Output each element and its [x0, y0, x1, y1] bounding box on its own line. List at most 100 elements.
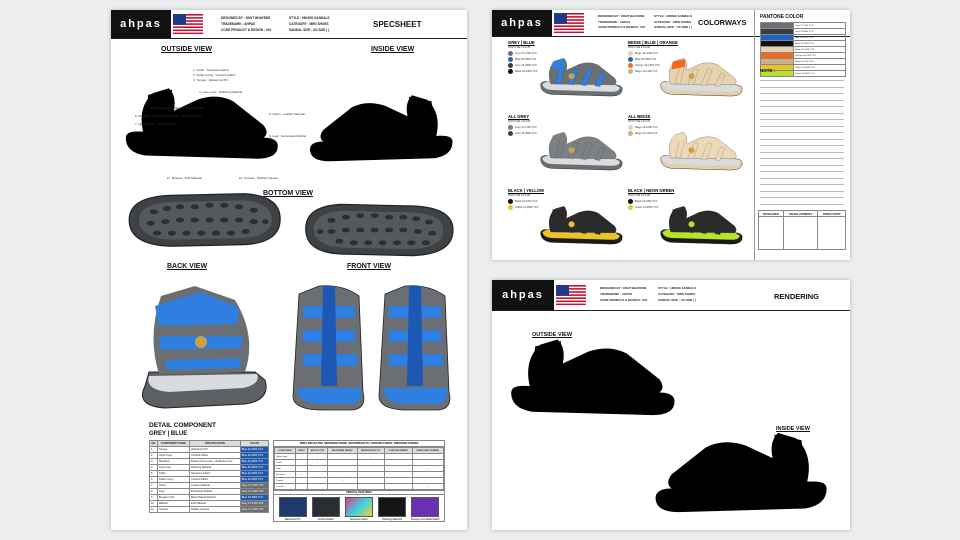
rendering-header-bar: ahpas DESIGNED BY : DIGIT BHAYEDE TRADEM… — [492, 280, 850, 311]
front-view-label: FRONT VIEW — [347, 263, 391, 270]
colorway-swatch-row: Grey 19-3906 TCX — [508, 63, 537, 68]
color-dot-label: Beige 14-1118 TCX — [635, 132, 658, 135]
feature-item: Neoprene Fabric — [344, 497, 374, 521]
note-line — [760, 151, 844, 153]
note-line — [760, 112, 844, 114]
brand-logo: ahpas — [111, 10, 171, 38]
rendering-meta-right: STYLE : HIKING SANDALS CATEGORY : MEN SH… — [658, 286, 697, 302]
rendering-title: RENDERING — [774, 292, 820, 301]
special-features-title: SPECIAL FEATURES — [274, 490, 444, 495]
bottom-view-label: BOTTOM VIEW — [263, 190, 314, 197]
color-dot-label: Black 19-0303 TCX — [515, 70, 538, 73]
color-dot — [628, 131, 633, 136]
color-dot — [508, 51, 513, 56]
feature-label: Bungee Cord Metal Plastic — [411, 518, 440, 521]
colorway-swatch-row: Black 19-0303 TCX — [628, 199, 657, 204]
colorway-sandal — [660, 58, 743, 97]
print-row-label: Outsole — [273, 483, 297, 490]
note-line — [760, 171, 844, 172]
bottom-view-sole-left — [121, 186, 285, 254]
colorway-title: GREY | BLUE — [508, 40, 535, 45]
signature-table: DESIGNER DEVELOPMENT DIRECTORS — [758, 210, 846, 250]
color-dot — [628, 199, 633, 204]
color-dot-label: Grey 19-3906 TCX — [515, 132, 537, 135]
color-dot-label: Green 13-0550 TCX — [635, 206, 659, 209]
color-dot — [508, 69, 513, 74]
note-line — [760, 138, 844, 140]
color-dot — [628, 69, 633, 74]
colorway-subtitle: PANTONE COLOR — [628, 46, 651, 49]
table-cell: Grey 17-1706 TCX — [239, 506, 270, 513]
note-line — [760, 203, 844, 205]
color-dot — [628, 63, 633, 68]
callout-6: 6. Sheathes : Elastic Cord Laces + Refle… — [135, 114, 202, 118]
color-dot — [628, 205, 633, 210]
feature-item: Cordura Fabric — [311, 497, 341, 521]
note-line — [760, 125, 844, 127]
brand-logo-2: ahpas — [492, 10, 552, 36]
color-dot-label: Blue 19-4052 TCX — [635, 58, 657, 61]
colorways-meta-right: STYLE : HIKING SANDALS CATEGORY : MEN SH… — [654, 14, 693, 29]
header-bar: ahpas DESIGNED BY : DIGIT BHAYEDE TRADEM… — [111, 10, 467, 39]
feature-label: Webbing Materials — [382, 518, 403, 521]
colorway-swatch-row: Black 19-0303 TCX — [508, 69, 537, 74]
colorway-swatch-row: Blue 19-4052 TCX — [628, 57, 656, 62]
colorway-swatch-row: Green 13-0550 TCX — [628, 205, 658, 210]
callout-10: 10. Outsole : Rubber Outsole — [239, 176, 278, 180]
colorways-meta-left: DESIGNED BY : DIGIT BHAYEDE TRADEMARK : … — [598, 14, 646, 29]
pantone-row: Green 13-0550 TCX — [760, 70, 846, 77]
note-line — [760, 106, 844, 107]
colorways-page: ahpas DESIGNED BY : DIGIT BHAYEDE TRADEM… — [492, 10, 850, 260]
colorway-swatch-row: Beige 14-1118 TCX — [628, 69, 657, 74]
back-view-sandal — [142, 286, 267, 409]
rendering-outside-view-label: OUTSIDE VIEW — [532, 332, 573, 338]
color-dot — [508, 57, 513, 62]
page-title: SPECSHEET — [373, 20, 422, 29]
color-dot — [508, 131, 513, 136]
colorway-title: BLACK | YELLOW — [508, 188, 544, 193]
feature-swatch — [411, 497, 440, 517]
callout-4: 4. Lace Loop : Webbing Material — [199, 90, 243, 94]
color-dot — [508, 63, 513, 68]
color-dot-label: Grey 17-1706 TCX — [515, 52, 537, 55]
callout-5: 5. Bungee Cord : Metal Plastic Material — [151, 106, 204, 110]
print-section-title: PRINT, REFLECTIVE, NEOPRENE FABRIC, WATE… — [274, 441, 444, 447]
meta-left: DESIGNED BY : DIGIT BHAYEDE TRADEMARK : … — [221, 16, 272, 32]
colorway-title: BEIGE | BLUE | ORANGE — [628, 40, 678, 45]
note-line — [760, 197, 844, 198]
feature-swatch — [278, 497, 307, 517]
color-dot — [628, 51, 633, 56]
callout-2: 2. Collar Lining : Cordura Fabric — [193, 73, 236, 77]
callout-11: 11. Midsole : EVA Material — [167, 176, 202, 180]
front-view-sandals — [292, 285, 451, 411]
colorway-subtitle: PANTONE COLOR — [628, 120, 651, 123]
note-line — [760, 190, 844, 192]
feature-item: Waterproof PU — [278, 497, 308, 521]
back-view-label: BACK VIEW — [167, 263, 208, 270]
brand-logo-3: ahpas — [492, 280, 554, 310]
color-dot-label: Black 19-0303 TCX — [635, 200, 658, 203]
note-line — [760, 86, 844, 88]
note-line — [760, 145, 844, 146]
pantone-title: PANTONE COLOR — [760, 14, 804, 20]
table-cell: Outsole — [156, 506, 190, 513]
colorway-sandal — [660, 206, 743, 245]
print-row: Outsole✓ — [273, 483, 445, 490]
colorway-subtitle: PANTONE COLOR — [628, 194, 651, 197]
outside-view-label: OUTSIDE VIEW — [161, 46, 212, 53]
specsheet-page: ahpas DESIGNED BY : DIGIT BHAYEDE TRADEM… — [111, 10, 467, 530]
right-panel-divider — [754, 10, 755, 260]
meta-right: STYLE : HIKING SANDALS CATEGORY : MEN SH… — [289, 16, 330, 32]
colorway-title: ALL BEIGE — [628, 114, 651, 119]
note-line — [760, 184, 844, 185]
color-dot — [508, 125, 513, 130]
color-dot — [628, 125, 633, 130]
color-dot-label: Beige 14-1118 TCX — [635, 70, 658, 73]
bottom-view-sole-right — [301, 198, 461, 262]
colorway-swatch-row: Grey 19-3906 TCX — [508, 131, 537, 136]
colorway-swatch-row: Beige 13-1008 TCX — [628, 125, 658, 130]
note-line — [760, 99, 844, 101]
